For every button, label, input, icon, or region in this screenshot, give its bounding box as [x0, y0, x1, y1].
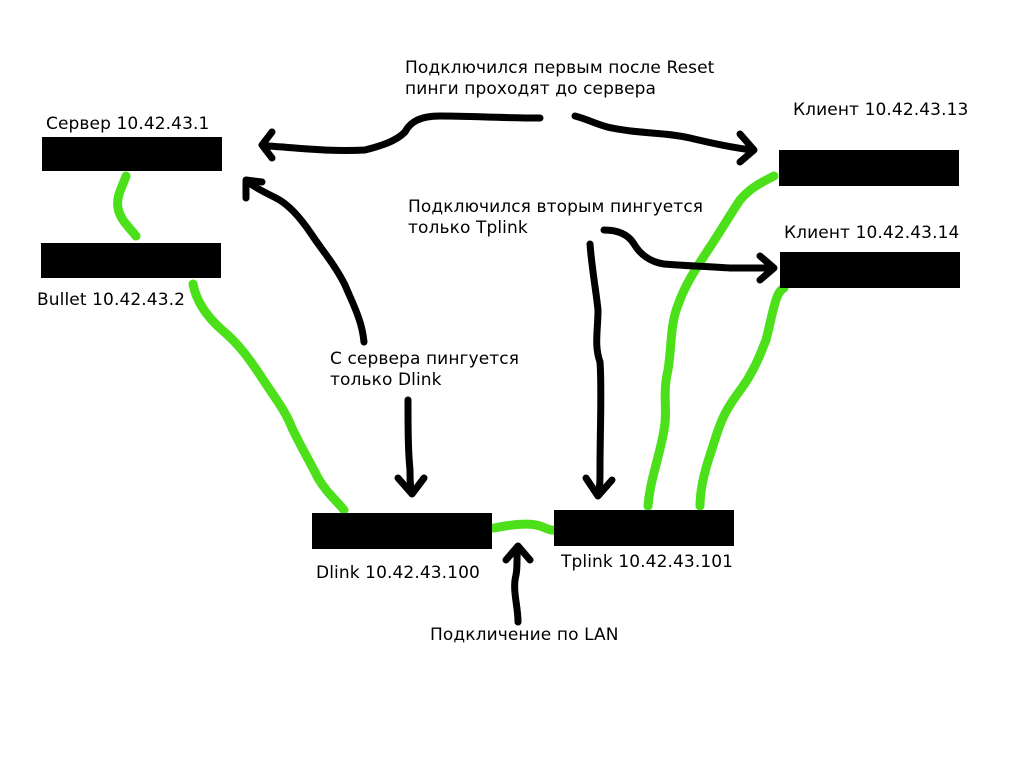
arrow-lan: [511, 544, 522, 626]
client14-device: [780, 252, 960, 288]
bullet-device: [41, 243, 221, 278]
note-first-connected: Подключился первым после Reset пинги про…: [405, 58, 714, 100]
dlink-label: Dlink 10.42.43.100: [316, 563, 480, 583]
note-second-connected-line1: Подключился вторым пингуется: [408, 197, 704, 217]
arrow-note-to-server-head: [242, 176, 266, 202]
cable-dlink-tplink: [489, 519, 561, 535]
cable-server-bullet: [113, 171, 141, 241]
bullet-label: Bullet 10.42.43.2: [37, 290, 186, 310]
note-second-connected-line2: только Tplink: [408, 218, 528, 238]
note-server-pings-line1: С сервера пингуется: [330, 349, 520, 369]
tplink-device: [554, 510, 734, 546]
arrow-note-to-server: [244, 178, 368, 346]
cable-tplink-client13: [643, 171, 779, 511]
note-first-connected-line1: Подключился первым после Reset: [405, 58, 715, 78]
arrow-to-server: [264, 112, 544, 155]
arrow-note-to-client14-head: [756, 252, 778, 284]
arrow-note-to-tplink: [586, 240, 605, 498]
server-label: Сервер 10.42.43.1: [46, 114, 210, 134]
arrow-note-to-dlink-head: [394, 474, 428, 498]
server-device: [42, 137, 222, 171]
arrow-to-client13-head: [736, 130, 758, 166]
note-first-connected-line2: пинги проходят до сервера: [405, 79, 657, 99]
arrow-note-to-dlink: [404, 396, 416, 496]
arrow-note-to-client14: [600, 226, 776, 272]
arrow-to-server-head: [258, 128, 276, 162]
cable-tplink-client14: [695, 283, 789, 511]
note-server-pings-line2: только Dlink: [330, 370, 442, 390]
arrow-note-to-tplink-head: [582, 474, 616, 500]
arrow-lan-head: [502, 542, 534, 564]
client13-label: Клиент 10.42.43.13: [793, 100, 969, 120]
arrow-to-client13: [571, 112, 756, 154]
client13-device: [779, 150, 959, 186]
tplink-label: Tplink 10.42.43.101: [561, 552, 734, 572]
note-lan: Подкличение по LAN: [430, 625, 619, 645]
dlink-device: [312, 513, 492, 549]
note-server-pings: С сервера пингуется только Dlink: [330, 349, 519, 391]
cable-bullet-dlink: [188, 279, 349, 515]
note-second-connected: Подключился вторым пингуется только Tpli…: [408, 197, 703, 239]
client14-label: Клиент 10.42.43.14: [784, 223, 960, 243]
